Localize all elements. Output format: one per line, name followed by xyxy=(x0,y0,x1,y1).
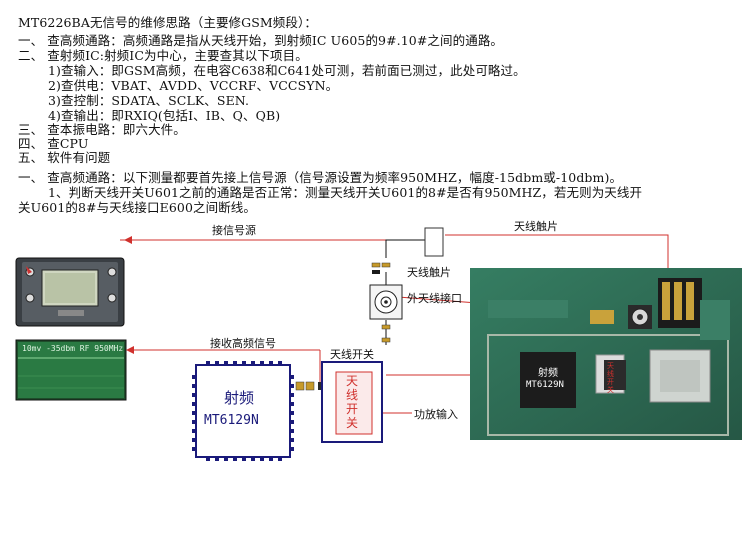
rf-chip-label: 射频 xyxy=(224,389,255,407)
chip-pin xyxy=(192,438,196,442)
signal-generator xyxy=(15,257,125,327)
rf-chip-model: MT6129N xyxy=(204,413,259,428)
chip-pin xyxy=(215,361,219,365)
chip-pin xyxy=(290,429,294,433)
chip-pin xyxy=(224,457,228,461)
analyzer-readout: 10mv -35dbm RF 950MHz xyxy=(22,344,124,353)
chip-pin xyxy=(192,411,196,415)
label-antenna-contact-top: 天线触片 xyxy=(514,220,558,233)
chip-pin xyxy=(233,361,237,365)
chip-pin xyxy=(290,375,294,379)
chip-pin xyxy=(192,384,196,388)
antenna-switch-schematic xyxy=(321,361,383,443)
chip-pin xyxy=(260,457,264,461)
chip-pin xyxy=(192,375,196,379)
spectrum-analyzer xyxy=(15,339,127,401)
chip-pin xyxy=(290,384,294,388)
chip-pin xyxy=(260,361,264,365)
rf-chip-schematic xyxy=(192,361,294,461)
arrow-source xyxy=(124,236,132,244)
chip-pin xyxy=(242,361,246,365)
doc-line-8: 四、 查CPU xyxy=(18,136,89,151)
chip-pin xyxy=(290,420,294,424)
chip-pin xyxy=(192,429,196,433)
chip-pin xyxy=(215,457,219,461)
step1-line-b: 关U601的8#与天线接口E600之间断线。 xyxy=(18,200,257,215)
label-pa-input: 功放输入 xyxy=(414,408,458,421)
board-chip-model: MT6129N xyxy=(526,380,564,390)
small-components xyxy=(295,262,391,391)
chip-pin xyxy=(242,457,246,461)
doc-line-6: 4)查输出：即RXIQ(包括I、IB、Q、QB) xyxy=(48,108,281,123)
board-chip-label: 射频 xyxy=(538,368,558,379)
chip-pin xyxy=(278,361,282,365)
label-signal-source: 接信号源 xyxy=(212,224,256,237)
chip-pin xyxy=(290,411,294,415)
label-receive-rf: 接收高频信号 xyxy=(210,337,276,350)
chip-pin xyxy=(290,393,294,397)
chip-pin xyxy=(192,447,196,451)
doc-title: MT6226BA无信号的维修思路（主要修GSM频段）： xyxy=(18,15,317,30)
board-switch-text: 天线开关 xyxy=(607,362,614,394)
chip-pin xyxy=(233,457,237,461)
doc-line-4: 2)查供电：VBAT、AVDD、VCCRF、VCCSYN。 xyxy=(48,78,339,93)
chip-pin xyxy=(290,447,294,451)
doc-line-2: 二、 查射频IC:射频IC为中心，主要查其以下项目。 xyxy=(18,48,308,63)
external-antenna-connector xyxy=(369,284,403,320)
circuit-board-photo xyxy=(470,268,742,440)
antenna-contact-part xyxy=(424,227,444,257)
doc-line-3: 1)查输入：即GSM高频，在电容C638和C641处可测，若前面已测过，此处可略… xyxy=(48,63,526,78)
chip-pin xyxy=(206,457,210,461)
switch-chip-text: 天线开关 xyxy=(346,374,359,430)
chip-pin xyxy=(290,438,294,442)
doc-line-1: 一、 查高频通路：高频通路是指从天线开始，到射频IC U605的9#.10#之间… xyxy=(18,33,504,48)
chip-pin xyxy=(269,457,273,461)
chip-pin xyxy=(192,393,196,397)
chip-pin xyxy=(224,361,228,365)
section-heading: 一、 查高频通路：以下测量都要首先接上信号源（信号源设置为频率950MHZ，幅度… xyxy=(18,170,623,185)
chip-pin xyxy=(269,361,273,365)
doc-line-9: 五、 软件有问题 xyxy=(18,150,111,165)
doc-line-5: 3)查控制：SDATA、SCLK、SEN. xyxy=(48,93,250,108)
chip-pin xyxy=(251,361,255,365)
label-antenna-switch: 天线开关 xyxy=(330,348,374,361)
chip-pin xyxy=(206,361,210,365)
chip-pin xyxy=(290,402,294,406)
chip-pin xyxy=(251,457,255,461)
step1-line-a: 1、判断天线开关U601之前的通路是否正常：测量天线开关U601的8#是否有95… xyxy=(48,185,643,200)
chip-pin xyxy=(192,402,196,406)
label-external-antenna-port: 外天线接口 xyxy=(407,292,462,305)
chip-pin xyxy=(278,457,282,461)
label-antenna-contact: 天线触片 xyxy=(407,266,451,279)
doc-line-7: 三、 查本振电路：即六大件。 xyxy=(18,122,186,137)
arrow-analyzer xyxy=(126,346,134,354)
chip-pin xyxy=(192,420,196,424)
